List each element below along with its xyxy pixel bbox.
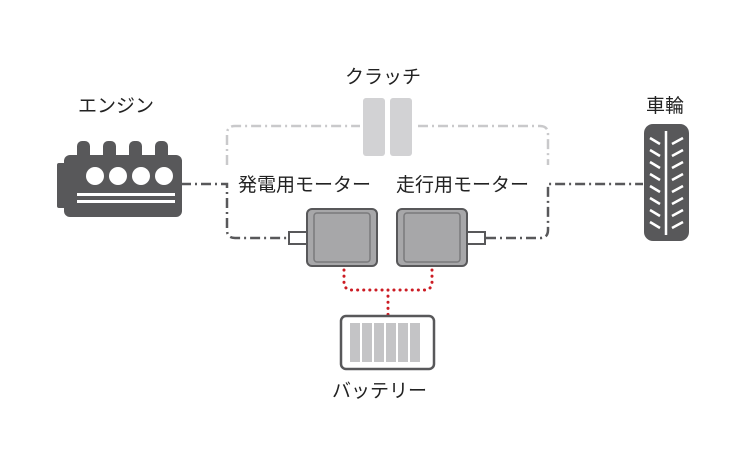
- drive-motor-to-battery-link: [386, 268, 434, 292]
- wheel-icon: [644, 124, 689, 241]
- engine-icon: [57, 141, 182, 217]
- drive-motor-icon: [396, 208, 486, 267]
- clutch-link: [225, 124, 550, 165]
- drive-motor-to-wheel-link: [486, 182, 643, 240]
- engine-label: エンジン: [78, 95, 155, 117]
- clutch-label: クラッチ: [345, 66, 422, 88]
- drive-motor-label: 走行用モーター: [396, 174, 530, 196]
- battery-icon: [339, 314, 436, 371]
- engine-to-generator-link: [181, 182, 289, 240]
- battery-label: バッテリー: [332, 380, 428, 402]
- generator-to-battery-link: [342, 268, 390, 292]
- mechanical-links: [181, 182, 643, 240]
- clutch-icon: [363, 98, 412, 156]
- wheel-label: 車輪: [646, 95, 685, 117]
- generator-motor-icon: [288, 208, 378, 267]
- electrical-links: [342, 268, 434, 318]
- generator-motor-label: 発電用モーター: [238, 174, 372, 196]
